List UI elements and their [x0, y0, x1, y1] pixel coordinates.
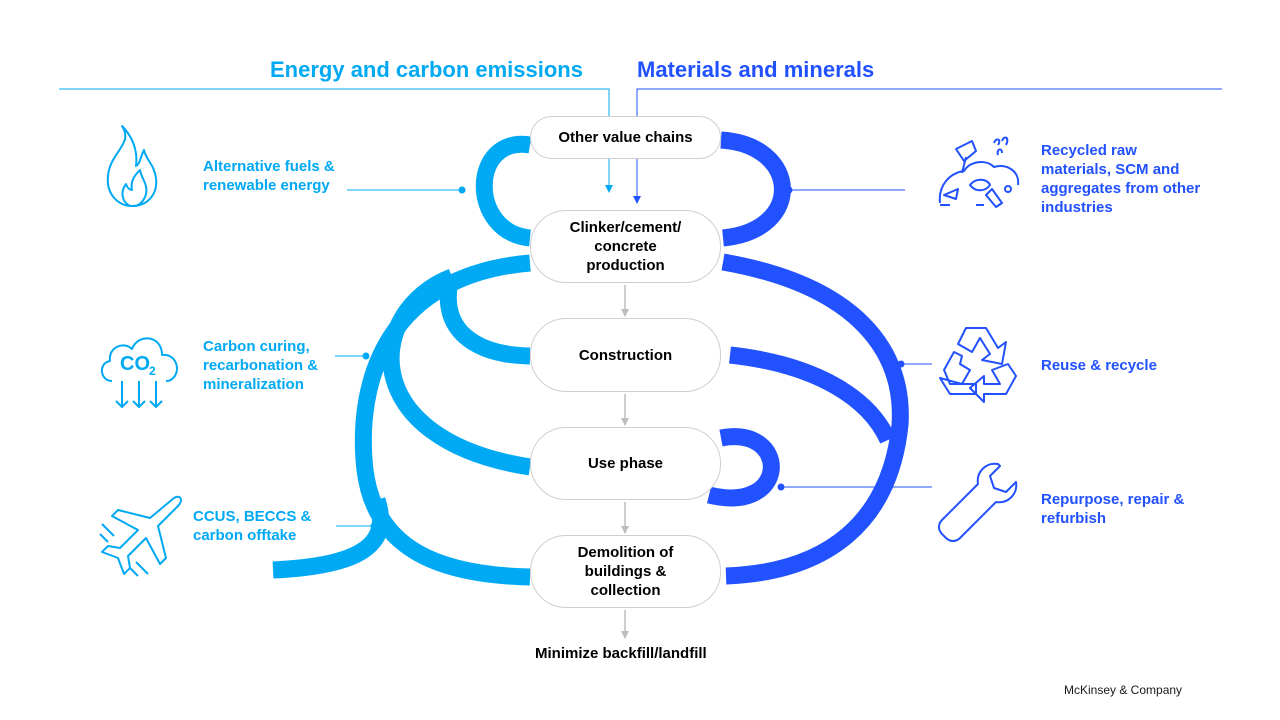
lever-alt-fuels: Alternative fuels & renewable energy [203, 157, 335, 195]
lever-ccus: CCUS, BECCS & carbon offtake [193, 507, 311, 545]
lever-label-line: Carbon curing, [203, 338, 310, 355]
co2-glyph: CO [120, 353, 150, 375]
dark-loop-top [720, 131, 791, 247]
lever-label-line: refurbish [1041, 510, 1107, 527]
airplane-icon [99, 495, 182, 577]
co2-cloud-icon: CO 2 [101, 337, 178, 408]
node-use-phase: Use phase [530, 427, 721, 500]
wrench-icon [938, 462, 1018, 542]
waste-pile-icon [938, 136, 1020, 208]
node-construction: Construction [530, 318, 721, 392]
connector-dot [785, 186, 793, 194]
node-label-line: Clinker/cement/ [569, 219, 682, 236]
node-label: Other value chains [558, 129, 693, 146]
connector-dot [370, 522, 378, 530]
node-label: Construction [578, 346, 673, 364]
connector-dot [362, 352, 370, 360]
connector-dot [458, 186, 466, 194]
lever-reuse: Reuse & recycle [1041, 357, 1157, 374]
lever-label-line: Alternative fuels & [203, 158, 335, 175]
lever-repurpose: Repurpose, repair & refurbish [1041, 490, 1184, 528]
light-loop-top [475, 135, 532, 247]
node-label-line: buildings & [584, 563, 667, 580]
brand-footer: McKinsey & Company [1064, 683, 1183, 697]
flame-icon [106, 125, 158, 207]
lever-label-line: mineralization [203, 376, 304, 393]
left-section-title: Energy and carbon emissions [270, 57, 583, 82]
node-label-line: Demolition of [577, 544, 674, 561]
lever-carbon-curing: Carbon curing, recarbonation & mineraliz… [203, 337, 318, 394]
lever-label-line: Recycled raw [1041, 142, 1137, 159]
dark-loop-use [706, 428, 780, 507]
recycle-icon [939, 327, 1017, 403]
lever-label-line: CCUS, BECCS & [193, 508, 312, 525]
lever-label-line: aggregates from other [1041, 180, 1201, 197]
light-loop-construction [439, 280, 531, 365]
lever-label-line: materials, SCM and [1041, 161, 1180, 178]
node-label-line: concrete [594, 238, 657, 255]
lever-label-line: recarbonation & [203, 357, 319, 374]
lever-recycled-raw: Recycled raw materials, SCM and aggregat… [1041, 141, 1200, 217]
lever-label-line: carbon offtake [193, 527, 297, 544]
connector-dot [777, 483, 785, 491]
co2-subscript: 2 [149, 364, 156, 378]
dark-loop-outer [721, 253, 909, 585]
node-label-line: collection [590, 582, 661, 599]
node-other-value-chains: Other value chains [530, 116, 721, 159]
connector-dot [897, 360, 905, 368]
node-demolition: Demolition of buildings & collection [530, 535, 721, 608]
node-label: Use phase [587, 455, 664, 472]
lever-label-line: Repurpose, repair & [1041, 491, 1185, 508]
lever-label-line: industries [1041, 199, 1113, 216]
light-loop-use [382, 269, 532, 476]
light-loop-ccus [272, 497, 390, 579]
node-production: Clinker/cement/ concrete production [530, 210, 721, 283]
right-section-title: Materials and minerals [637, 57, 875, 82]
dark-loop-construction [729, 346, 896, 444]
node-label-line: production [586, 257, 665, 274]
minimize-landfill-label: Minimize backfill/landfill [535, 645, 707, 662]
lever-label-line: renewable energy [203, 177, 330, 194]
right-header-rule [633, 88, 1222, 204]
